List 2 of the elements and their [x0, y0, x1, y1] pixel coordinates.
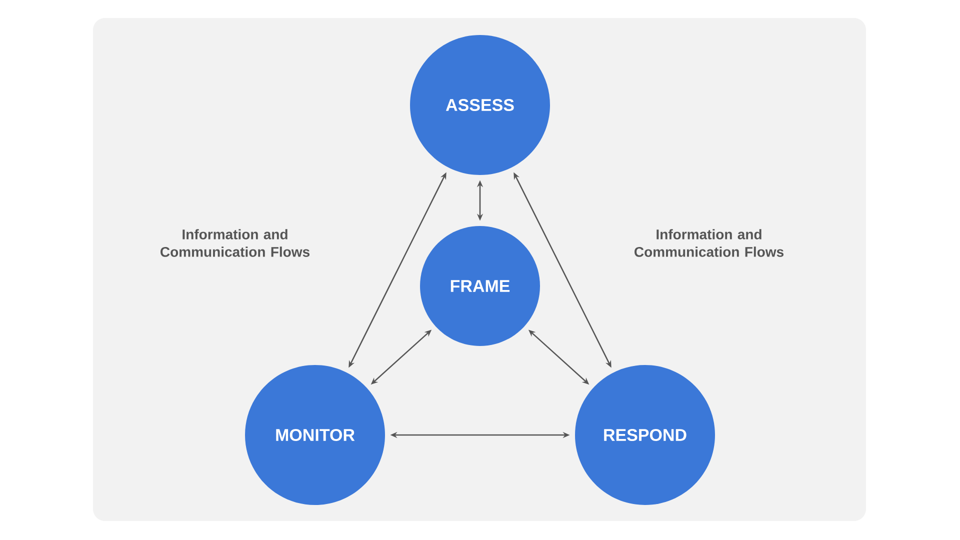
flow-label: Information and Communication Flows — [634, 229, 784, 257]
flow-label: Information and Communication Flows — [160, 229, 310, 257]
